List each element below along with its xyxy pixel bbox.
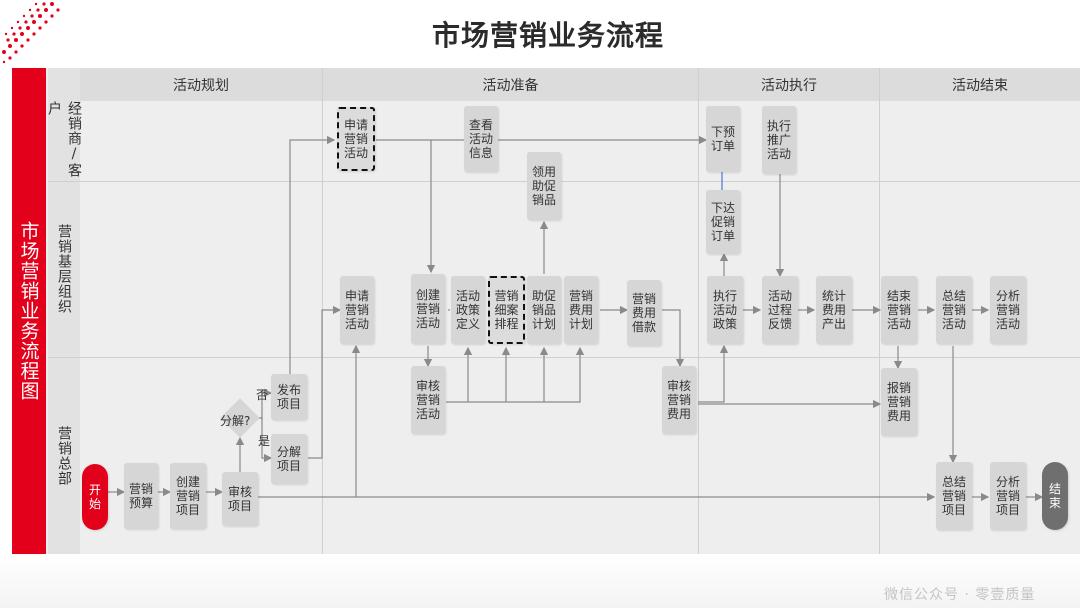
node-review-activity: 审核营销活动 xyxy=(411,366,445,434)
phase-preparation: 活动准备 xyxy=(323,68,698,101)
start-node: 开始 xyxy=(82,464,108,530)
node-review-cost: 审核营销费用 xyxy=(662,366,696,434)
node-end-activity: 结束营销活动 xyxy=(881,276,917,344)
lane-divider xyxy=(48,181,1080,182)
node-detail-schedule: 营销细案排程 xyxy=(488,276,525,344)
branch-no-label: 否 xyxy=(256,388,269,402)
node-apply-activity-dealer: 申请营销活动 xyxy=(337,107,375,171)
branch-yes-label: 是 xyxy=(258,434,271,448)
node-budget: 营销预算 xyxy=(124,463,158,529)
decision-label: 分解? xyxy=(220,414,251,428)
node-promo-order: 下达促销订单 xyxy=(706,190,740,254)
lane-base: 营销基层组织 xyxy=(56,224,72,314)
side-title-bar: 市场营销业务流程图 xyxy=(12,68,46,554)
node-view-info: 查看活动信息 xyxy=(464,106,498,172)
node-policy-def: 活动政策定义 xyxy=(451,276,485,344)
lane-label-column xyxy=(48,68,80,554)
node-analyze-project: 分析营销项目 xyxy=(990,462,1026,530)
side-title: 市场营销业务流程图 xyxy=(17,221,40,401)
phase-planning: 活动规划 xyxy=(80,68,322,101)
node-reimburse-cost: 报销营销费用 xyxy=(881,368,917,436)
node-create-activity: 创建营销活动 xyxy=(411,274,445,344)
node-exec-promo: 执行推广活动 xyxy=(762,106,796,174)
phase-execution: 活动执行 xyxy=(699,68,879,101)
node-decompose-project: 分解项目 xyxy=(271,434,307,484)
node-create-project: 创建营销项目 xyxy=(170,463,206,529)
end-node: 结束 xyxy=(1042,462,1068,530)
node-publish-project: 发布项目 xyxy=(271,374,307,420)
lane-divider xyxy=(48,357,1080,358)
node-process-feedback: 活动过程反馈 xyxy=(762,276,798,344)
node-promo-plan: 助促销品计划 xyxy=(527,276,561,344)
node-pre-order: 下预订单 xyxy=(706,106,740,172)
node-review-project: 审核项目 xyxy=(222,472,258,526)
corner-dots-decoration xyxy=(2,2,60,64)
node-cost-plan: 营销费用计划 xyxy=(564,276,598,344)
node-sum-activity: 总结营销活动 xyxy=(936,276,972,344)
node-apply-activity-base: 申请营销活动 xyxy=(340,276,374,344)
phase-closing: 活动结束 xyxy=(880,68,1080,101)
node-stat-cost: 统计费用产出 xyxy=(816,276,852,344)
bottom-fade xyxy=(0,556,1080,608)
node-receive-promo: 领用助促销品 xyxy=(527,152,561,220)
node-cost-loan: 营销费用借款 xyxy=(627,280,661,346)
lane-hq: 营销总部 xyxy=(56,425,72,486)
node-sum-project: 总结营销项目 xyxy=(936,462,972,530)
phase-divider xyxy=(698,68,699,554)
node-exec-policy: 执行活动政策 xyxy=(707,276,743,344)
lane-dealer: 经销商/客户 xyxy=(46,101,82,178)
watermark: 微信公众号 · 零壹质量 xyxy=(884,587,1036,603)
page-title: 市场营销业务流程 xyxy=(431,19,664,52)
node-analyze-activity: 分析营销活动 xyxy=(990,276,1026,344)
